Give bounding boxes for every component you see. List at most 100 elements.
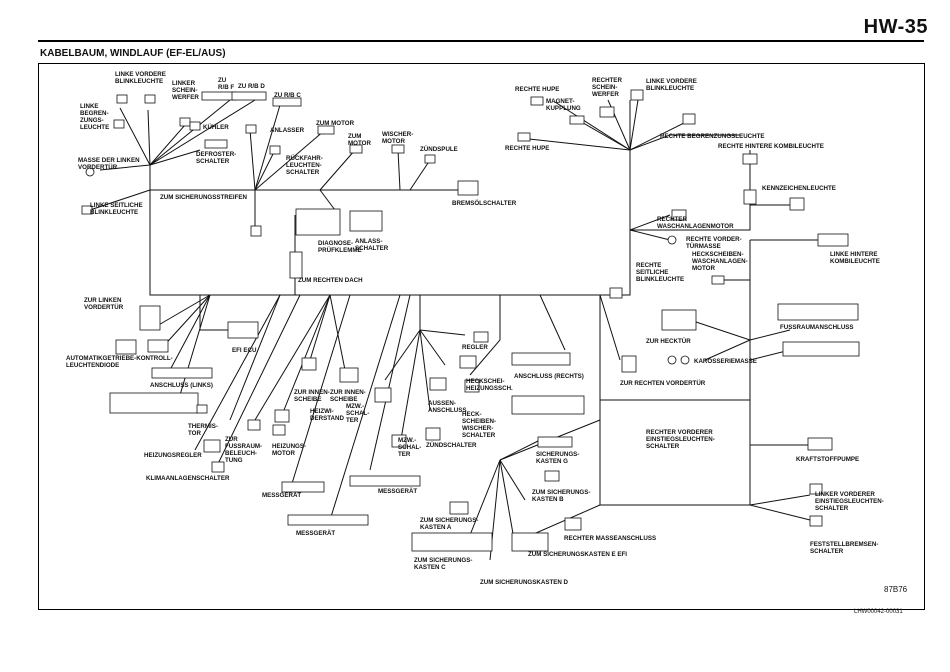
connector-regler <box>473 331 489 343</box>
connector-rechte-hupe-2 <box>517 132 531 142</box>
connector-mzw-2 <box>391 434 407 448</box>
label-rechte-begrenzung: RECHTE BEGRENZUNGSLEUCHTE <box>660 133 765 140</box>
connector-rechten-dach <box>289 251 303 279</box>
label-heckscheiben-wasch: HECKSCHEIBEN-WASCHANLAGEN-MOTOR <box>692 251 748 272</box>
connector-kennzeichen <box>743 189 757 205</box>
connector-anlassschalter <box>349 210 383 232</box>
connector-anschluss-links <box>151 367 213 379</box>
label-kuehler: KÜHLER <box>203 124 229 131</box>
connector-zur-hecktuer <box>661 309 697 331</box>
diagram-title: KABELBAUM, WINDLAUF (EF-EL/AUS) <box>40 48 226 59</box>
label-bremsoel: BREMSÖLSCHALTER <box>452 200 517 207</box>
connector-rechte-hupe-1 <box>530 96 544 106</box>
connector-karosseriemasse-2 <box>680 355 690 365</box>
label-karosseriemasse: KAROSSERIEMASSE <box>694 358 757 365</box>
label-efi-ecu: EFI ECU <box>232 347 257 354</box>
connector-kennzeichen-2 <box>789 197 805 211</box>
label-anschluss-rechts: ANSCHLUSS (RECHTS) <box>514 373 584 380</box>
connector-zum-motor-1 <box>317 125 335 135</box>
label-sicherungskasten-c: ZUM SICHERUNGS-KASTEN C <box>414 557 472 571</box>
connector-defroster <box>204 139 228 149</box>
connector-rueckfahr <box>269 145 281 155</box>
figure-number: 87B76 <box>884 585 908 594</box>
connector-wischermotor <box>391 144 405 154</box>
label-kraftstoffpumpe: KRAFTSTOFFPUMPE <box>796 456 859 463</box>
connector-aussen <box>429 377 447 391</box>
connector-fussraum <box>247 419 261 431</box>
connector-anschluss-rechts-big <box>511 395 585 415</box>
connector-rechter-waschanlagen <box>671 209 687 221</box>
connector-linke-hintere-kombi <box>817 233 849 247</box>
label-wischermotor: WISCHER-MOTOR <box>382 131 413 145</box>
connector-messgeraet-1 <box>281 481 325 493</box>
label-feststellbremse: FESTSTELLBREMSEN-SCHALTER <box>810 541 878 555</box>
connector-heizungsregler <box>203 439 221 453</box>
connector-rechter-scheinwerfer <box>599 106 615 118</box>
header-rule <box>38 40 924 42</box>
connector-linken-vordertuer <box>139 305 161 331</box>
label-rueckfahr: RÜCKFAHR-LEUCHTEN-SCHALTER <box>286 155 323 176</box>
label-zur-innen-2: ZUR INNEN-SCHEIBE <box>330 389 366 403</box>
page-number: HW-35 <box>863 16 928 38</box>
connector-sicherungskasten-a <box>449 501 469 515</box>
connector-zur-innen-1 <box>301 357 317 371</box>
connector-masse-vordertuer <box>85 167 95 177</box>
label-messgeraet-1: MESSGERÄT <box>262 492 301 499</box>
connector-heizwiderstand <box>274 409 290 423</box>
document-code: LHW00042-00031 <box>854 609 903 615</box>
connector-sicherungskasten-c <box>411 532 493 552</box>
connectors <box>81 89 860 552</box>
connector-linke-blinkleuchte <box>116 94 128 104</box>
label-diagnose: DIAGNOSE-PRÜFKLEMME <box>318 240 362 254</box>
harness-wires <box>89 99 820 561</box>
connector-kraftstoffpumpe <box>807 437 833 451</box>
connector-sicherungskasten-e <box>511 532 549 552</box>
label-rechte-hupe-2: RECHTE HUPE <box>505 145 549 152</box>
label-heizungsmotor: HEIZUNGS-MOTOR <box>272 443 306 457</box>
connector-zuendspule <box>424 154 436 164</box>
connector-rb-f <box>201 91 237 101</box>
connector-automatik-2 <box>147 339 169 353</box>
connector-klimaanlage <box>211 461 225 473</box>
connector-rechte-hintere-kombi <box>742 153 758 165</box>
connector-bremsoel <box>457 180 479 196</box>
label-magnetkupplung: MAGNET-KUPPLUNG <box>546 98 581 112</box>
connector-thermistor <box>196 404 208 414</box>
label-rechter-masse: RECHTER MASSEANSCHLUSS <box>564 535 656 542</box>
connector-efi-ecu <box>227 321 259 339</box>
connector-heizungsmotor <box>272 424 286 436</box>
connector-rb-c <box>272 97 302 107</box>
connector-linker-scheinwerfer-2 <box>179 117 191 127</box>
connector-rb-d <box>231 91 267 101</box>
connector-linke-begrenzung <box>113 119 125 129</box>
label-anlassschalter: ANLASS-SCHALTER <box>355 238 389 252</box>
connector-sicherungsstreifen <box>250 225 262 237</box>
label-regler: REGLER <box>462 344 488 351</box>
connector-messgeraet-2 <box>349 475 421 487</box>
connector-sicherungskasten-b <box>544 470 560 482</box>
label-zum-motor-1: ZUM MOTOR <box>316 120 355 127</box>
label-sicherungskasten-e: ZUM SICHERUNGSKASTEN E EFI <box>528 551 627 558</box>
connector-anschluss-links-big <box>109 392 199 414</box>
connector-automatik <box>115 339 137 355</box>
connector-rechte-begrenzung <box>682 113 696 125</box>
connector-mzw-1 <box>374 387 392 403</box>
label-klimaanlage: KLIMAANLAGENSCHALTER <box>146 475 230 482</box>
label-sicherungskasten-b: ZUM SICHERUNGS-KASTEN B <box>532 489 590 503</box>
label-zur-hecktuer: ZUR HECKTÜR <box>646 338 691 345</box>
label-mzw-2: MZW.-SCHAL-TER <box>398 437 421 458</box>
label-rechte-vordertuermasse: RECHTE VORDER-TÜRMASSE <box>686 236 742 250</box>
label-sicherungskasten-d: ZUM SICHERUNGSKASTEN D <box>480 579 569 586</box>
connector-rechte-vordertuermasse <box>667 235 677 245</box>
connector-heckscheiben-wasch <box>711 275 725 285</box>
connector-zur-innen-2 <box>339 367 359 383</box>
